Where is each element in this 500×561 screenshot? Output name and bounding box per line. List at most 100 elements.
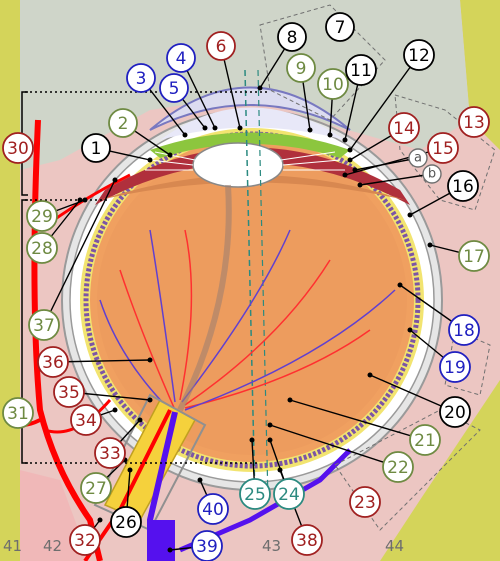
label-circle-38 xyxy=(291,524,323,556)
label-32: 32 xyxy=(69,524,101,556)
label-circle-21 xyxy=(409,424,441,456)
label-number-1: 1 xyxy=(91,139,102,159)
label-circle-25 xyxy=(239,478,271,510)
leader-line-b xyxy=(359,173,433,186)
label-number-7: 7 xyxy=(335,18,346,38)
label-circle-10 xyxy=(317,68,349,100)
leader-line-25-dot xyxy=(249,437,255,443)
leader-line-12 xyxy=(349,54,420,151)
label-26: 26 xyxy=(110,506,142,538)
label-circle-39 xyxy=(191,530,223,561)
label-circle-34 xyxy=(70,404,102,436)
label-number-10: 10 xyxy=(322,75,344,95)
label-number-40: 40 xyxy=(202,500,224,520)
sublabel-text-a: a xyxy=(414,151,422,166)
label-6: 6 xyxy=(206,31,236,61)
label-circle-11 xyxy=(345,54,377,86)
label-9: 9 xyxy=(286,53,316,83)
label-circle-28 xyxy=(26,232,58,264)
label-number-31: 31 xyxy=(7,404,29,424)
sublabel-circle-b xyxy=(422,164,442,184)
label-circle-23 xyxy=(349,486,381,518)
leader-line-8-dot xyxy=(257,85,263,91)
label-number-21: 21 xyxy=(414,431,436,451)
leader-line-2-dot xyxy=(167,152,173,158)
eyeball xyxy=(61,109,443,491)
label-29: 29 xyxy=(26,200,58,232)
label-circle-27 xyxy=(80,472,112,504)
leader-line-33-dot xyxy=(137,417,143,423)
retinal-vessels xyxy=(99,229,396,411)
label-27: 27 xyxy=(80,472,112,504)
label-number-17: 17 xyxy=(463,247,485,267)
label-number-39: 39 xyxy=(196,537,218,557)
leader-line-5-dot xyxy=(202,125,208,131)
leader-line-a xyxy=(354,157,419,171)
label-number-36: 36 xyxy=(42,353,64,373)
label-circle-14 xyxy=(388,112,420,144)
label-13: 13 xyxy=(458,106,490,138)
label-number-27: 27 xyxy=(85,479,107,499)
leader-line-20-dot xyxy=(367,372,373,378)
leader-line-15 xyxy=(344,147,444,176)
visual-axis xyxy=(257,69,269,501)
label-number-13: 13 xyxy=(463,113,485,133)
label-11: 11 xyxy=(345,54,377,86)
label-number-38: 38 xyxy=(296,531,318,551)
leader-line-16-dot xyxy=(407,212,413,218)
retinal-artery-branch-4 xyxy=(184,329,371,409)
label-34: 34 xyxy=(70,404,102,436)
leader-line-14-dot xyxy=(347,157,353,163)
label-17: 17 xyxy=(458,240,490,272)
label-number-34: 34 xyxy=(75,411,97,431)
label-number-33: 33 xyxy=(99,444,121,464)
leader-line-22 xyxy=(269,424,399,468)
label-circle-31 xyxy=(2,397,34,429)
label-circle-4 xyxy=(166,43,196,73)
label-number-9: 9 xyxy=(296,59,307,79)
label-35: 35 xyxy=(53,376,85,408)
leader-line-a-dot xyxy=(352,167,358,173)
hyaloid-canal xyxy=(177,184,232,412)
label-31: 31 xyxy=(2,397,34,429)
leader-line-21 xyxy=(289,399,426,441)
label-circle-37 xyxy=(28,309,60,341)
sublabel-circle-a xyxy=(408,148,428,168)
label-38: 38 xyxy=(291,524,323,556)
label-12: 12 xyxy=(403,39,435,71)
label-circle-5 xyxy=(159,73,189,103)
leader-line-39-dot xyxy=(167,547,173,553)
ciliary-body xyxy=(95,147,410,205)
label-number-35: 35 xyxy=(58,383,80,403)
leader-line-12-dot xyxy=(347,147,353,153)
leader-line-15-dot xyxy=(342,172,348,178)
label-number-22: 22 xyxy=(387,458,409,478)
label-3: 3 xyxy=(126,63,156,93)
label-number-28: 28 xyxy=(31,239,53,259)
leader-line-35-dot xyxy=(147,397,153,403)
label-14: 14 xyxy=(388,112,420,144)
leader-line-18-dot xyxy=(397,282,403,288)
leader-line-29-dot xyxy=(82,197,88,203)
leader-line-9-dot xyxy=(307,127,313,133)
label-36: 36 xyxy=(37,346,69,378)
label-20: 20 xyxy=(439,396,471,428)
leader-line-1-dot xyxy=(147,157,153,163)
label-circle-15 xyxy=(427,132,459,164)
label-15: 15 xyxy=(427,132,459,164)
leader-line-4-dot xyxy=(212,125,218,131)
ora-serrata-ridge xyxy=(100,175,405,200)
label-number-29: 29 xyxy=(31,207,53,227)
iris xyxy=(150,132,350,158)
label-18: 18 xyxy=(448,314,480,346)
label-circle-7 xyxy=(325,12,355,42)
label-1: 1 xyxy=(81,133,111,163)
label-circle-24 xyxy=(273,478,305,510)
lens xyxy=(192,142,284,188)
leader-line-10-dot xyxy=(327,132,333,138)
label-2: 2 xyxy=(108,108,138,138)
label-circle-18 xyxy=(448,314,480,346)
sublabel-text-b: b xyxy=(428,167,436,182)
label-19: 19 xyxy=(439,351,471,383)
